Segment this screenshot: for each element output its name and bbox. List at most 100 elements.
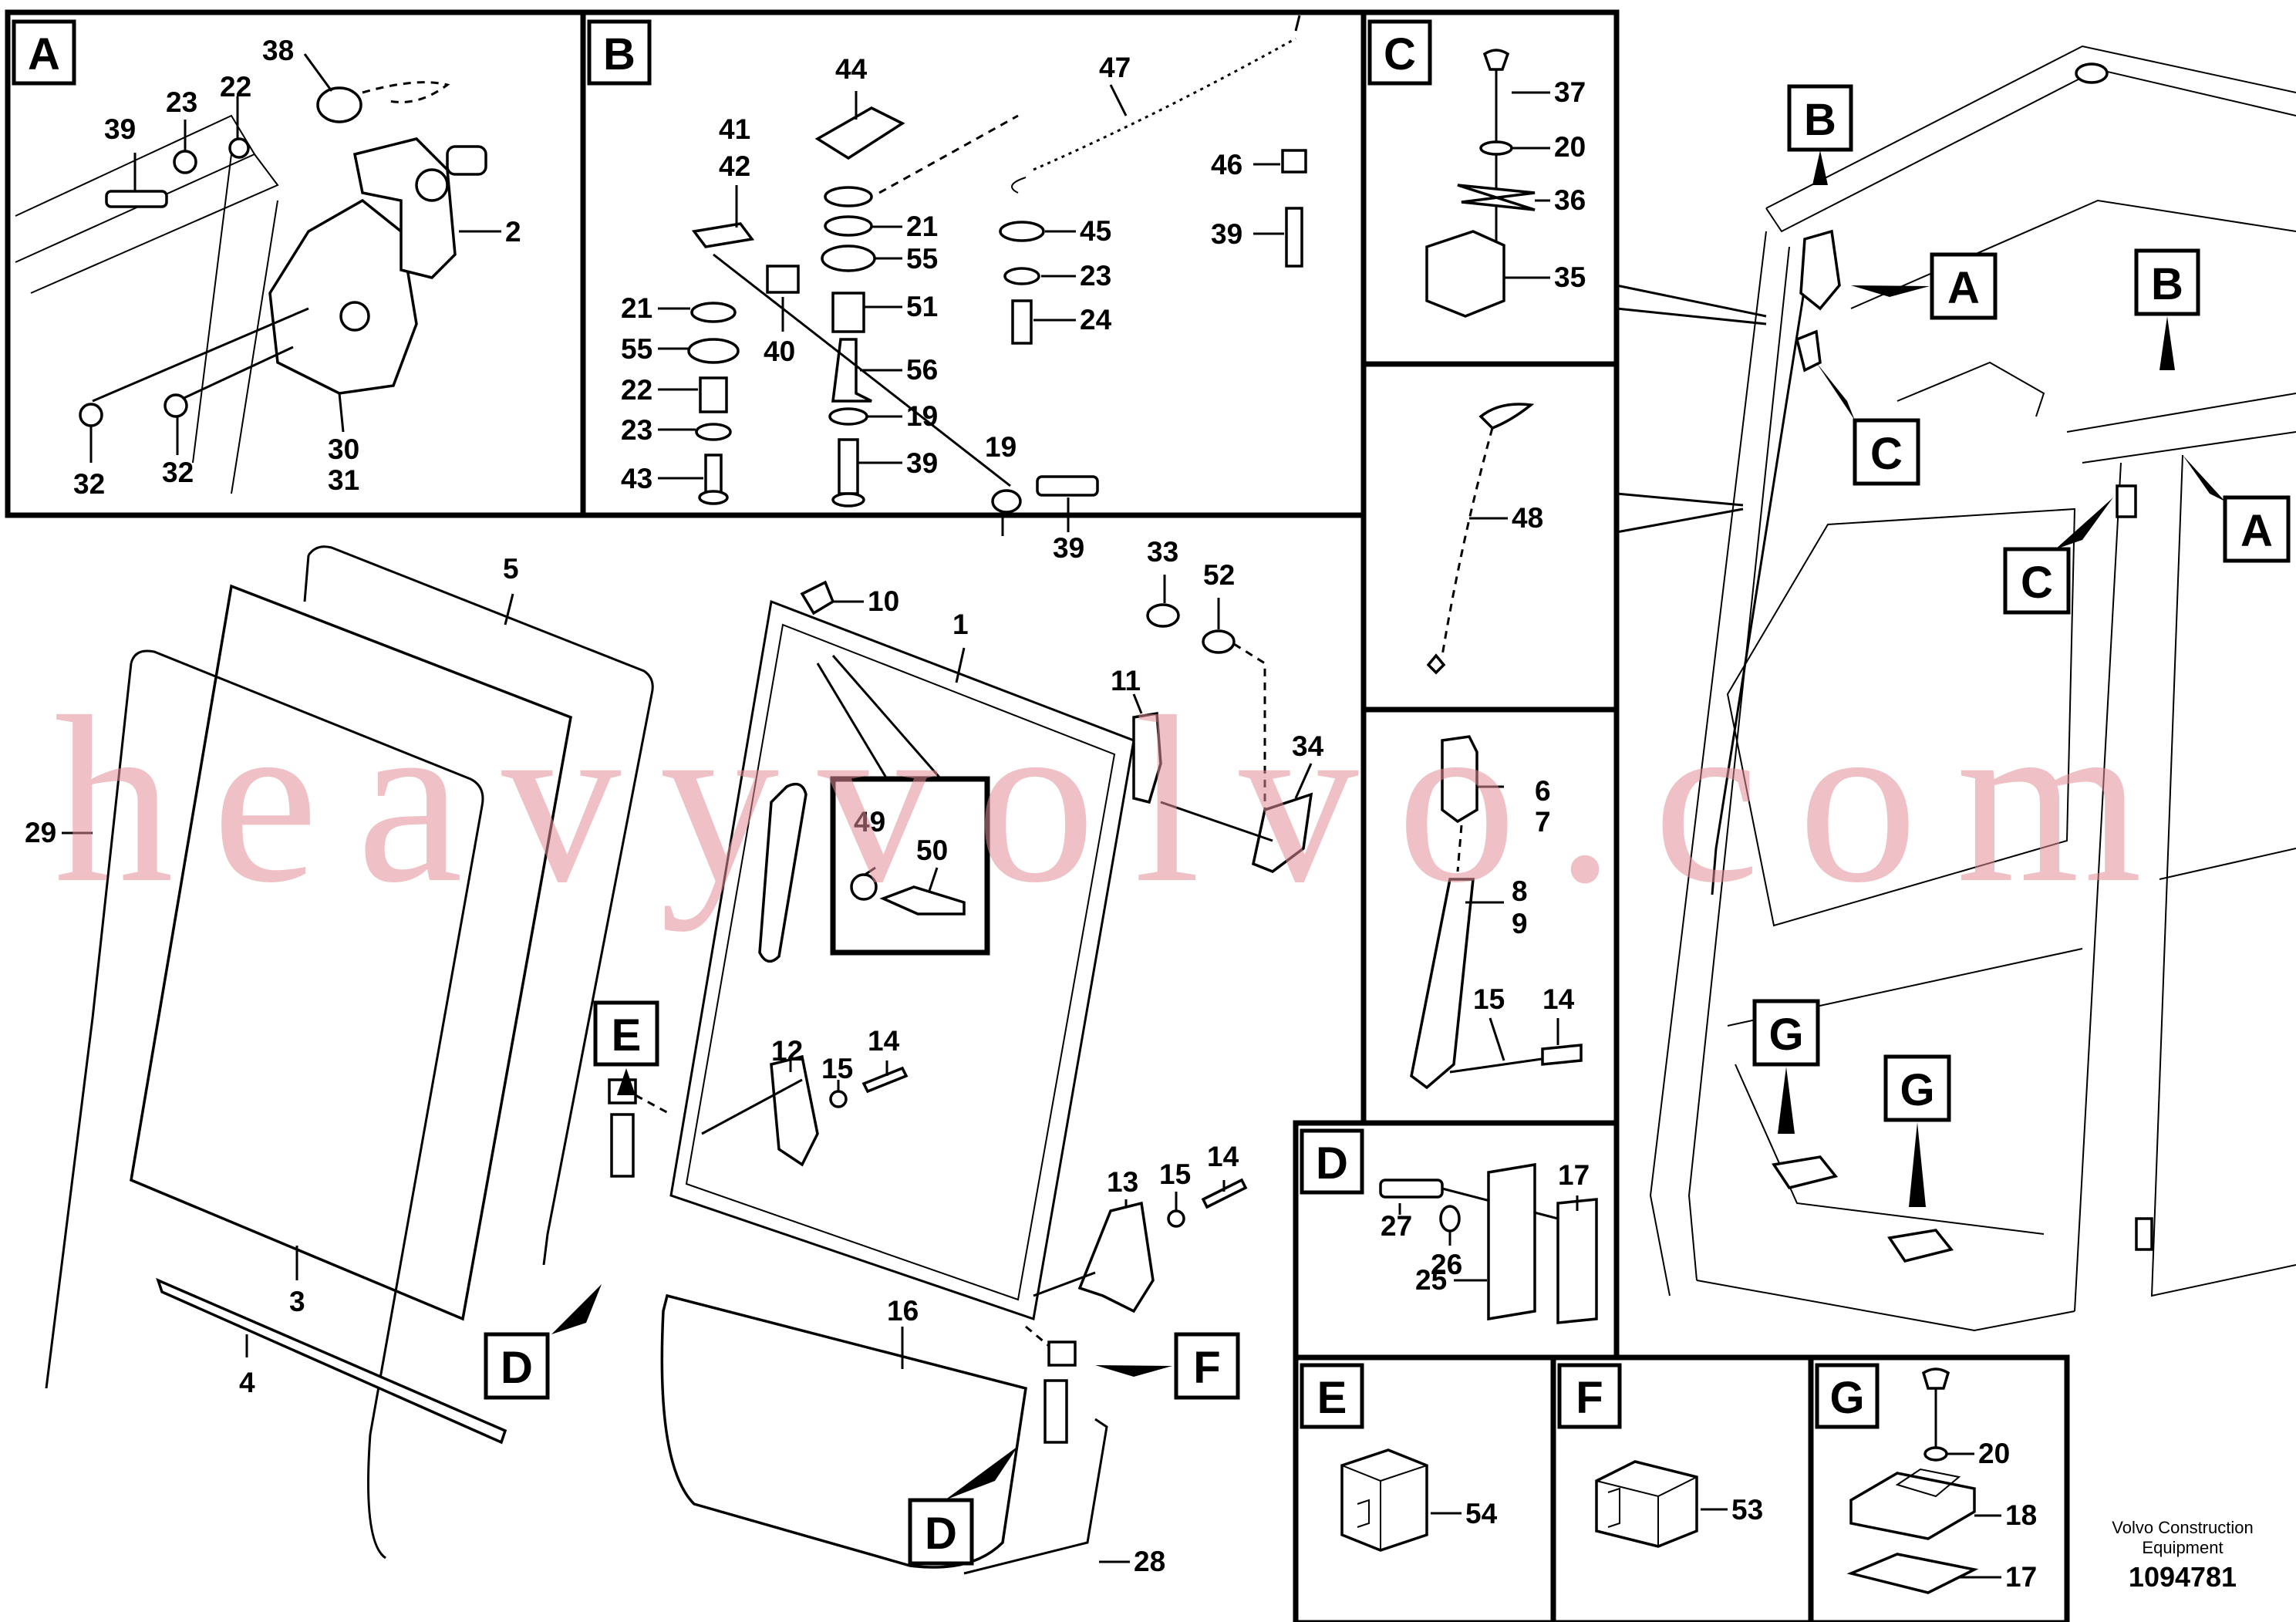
- label-28: 28: [1134, 1546, 1165, 1577]
- label-6: 6: [1535, 775, 1551, 807]
- panel-g-tag: G: [1829, 1373, 1864, 1423]
- label-55: 55: [906, 243, 938, 275]
- label-4: 4: [239, 1367, 255, 1398]
- label-23-b: 23: [1080, 260, 1111, 292]
- label-20: 20: [1978, 1438, 2010, 1469]
- label-34: 34: [1292, 730, 1324, 762]
- label-11: 11: [1111, 665, 1141, 696]
- label-33: 33: [1147, 536, 1178, 568]
- label-7: 7: [1535, 806, 1551, 838]
- panel-b-tag: B: [603, 29, 636, 79]
- cab-callout-c: C: [1870, 429, 1903, 479]
- label-41: 41: [719, 113, 750, 145]
- label-20: 20: [1554, 131, 1586, 163]
- label-46: 46: [1211, 149, 1242, 180]
- maker-name: Volvo Construction Equipment: [2112, 1518, 2254, 1557]
- label-5: 5: [503, 553, 519, 585]
- cab-callout-b-b: B: [2151, 259, 2183, 309]
- label-54: 54: [1465, 1498, 1498, 1529]
- panel-a-tag: A: [28, 29, 60, 79]
- label-15: 15: [821, 1053, 853, 1084]
- label-10: 10: [868, 585, 899, 617]
- label-14-b: 14: [1207, 1141, 1239, 1172]
- panel-cable: 48: [1426, 403, 1543, 675]
- label-18: 18: [2005, 1499, 2037, 1531]
- label-1: 1: [952, 609, 969, 640]
- label-21-b: 21: [621, 292, 652, 324]
- label-19: 19: [906, 400, 938, 432]
- label-23: 23: [166, 86, 197, 118]
- label-13: 13: [1107, 1166, 1138, 1198]
- callout-d: D: [501, 1343, 533, 1393]
- panel-c-tag: C: [1384, 29, 1416, 79]
- label-22: 22: [220, 71, 251, 103]
- label-31: 31: [328, 464, 359, 496]
- label-45: 45: [1080, 215, 1111, 247]
- label-22: 22: [621, 374, 652, 406]
- label-53: 53: [1731, 1494, 1763, 1526]
- cab-view: B A B C C A G G: [1649, 45, 2296, 1332]
- panel-c: C 37 20 36 35: [1367, 19, 1586, 318]
- label-50: 50: [916, 835, 948, 866]
- label-3: 3: [289, 1286, 305, 1317]
- label-9: 9: [1512, 908, 1528, 939]
- label-15-b: 15: [1159, 1158, 1191, 1190]
- drawing-number: 1094781: [2128, 1561, 2237, 1593]
- panel-d-tag: D: [1316, 1138, 1348, 1189]
- label-37: 37: [1554, 76, 1586, 108]
- panel-d: D 27 26 17 25: [1300, 1128, 1598, 1324]
- main-door-view: 5 29 3 4 10 1 33 52 11 34 49 50 12 15 14…: [25, 536, 1324, 1577]
- label-25: 25: [1415, 1264, 1447, 1296]
- callout-e: E: [612, 1010, 642, 1061]
- label-55-b: 55: [621, 333, 652, 365]
- label-35: 35: [1554, 261, 1586, 293]
- label-40: 40: [764, 336, 795, 367]
- label-39-c: 39: [1211, 218, 1242, 250]
- label-26: 26: [1431, 1249, 1462, 1280]
- label-17: 17: [1558, 1159, 1590, 1191]
- panel-f-tag: F: [1576, 1373, 1603, 1423]
- panel-b: B: [587, 15, 1307, 564]
- cab-callout-g-b: G: [1900, 1065, 1934, 1115]
- callout-d-b: D: [925, 1509, 957, 1559]
- label-23: 23: [621, 414, 652, 446]
- label-14: 14: [868, 1025, 900, 1057]
- panel-frames: [5, 9, 2070, 1622]
- panel-g: G 20 18 17: [1815, 1363, 2037, 1594]
- label-17: 17: [2005, 1561, 2037, 1593]
- label-39: 39: [906, 447, 938, 479]
- cab-callout-b: B: [1804, 95, 1836, 145]
- label-14: 14: [1542, 983, 1575, 1015]
- label-42: 42: [719, 150, 750, 182]
- label-44: 44: [835, 53, 868, 85]
- footer: Volvo Construction Equipment 1094781: [2082, 1518, 2283, 1593]
- panel-latch: 6 7 8 9 15 14: [1410, 735, 1583, 1090]
- label-24: 24: [1080, 304, 1112, 336]
- cab-callout-a: A: [1947, 263, 1980, 313]
- label-49: 49: [854, 806, 885, 838]
- panel-e: E 54: [1300, 1363, 1498, 1552]
- cab-callout-c-b: C: [2021, 558, 2053, 608]
- label-29: 29: [25, 817, 56, 848]
- label-48: 48: [1512, 502, 1543, 534]
- label-32-b: 32: [162, 457, 194, 488]
- label-12: 12: [771, 1035, 803, 1067]
- panel-e-tag: E: [1317, 1373, 1347, 1423]
- label-51: 51: [906, 291, 938, 322]
- label-16: 16: [887, 1295, 919, 1327]
- label-2: 2: [505, 216, 521, 248]
- label-39-b: 39: [1053, 532, 1084, 564]
- label-47: 47: [1099, 52, 1131, 83]
- cab-callout-a-b: A: [2240, 506, 2273, 556]
- callout-f: F: [1193, 1343, 1220, 1393]
- label-27: 27: [1381, 1210, 1412, 1242]
- label-19-b: 19: [985, 431, 1017, 463]
- cab-callout-g: G: [1768, 1010, 1803, 1060]
- label-56: 56: [906, 354, 938, 386]
- label-8: 8: [1512, 875, 1528, 907]
- label-39: 39: [104, 113, 136, 145]
- label-52: 52: [1203, 559, 1235, 591]
- label-38: 38: [262, 35, 294, 66]
- label-43: 43: [621, 463, 652, 494]
